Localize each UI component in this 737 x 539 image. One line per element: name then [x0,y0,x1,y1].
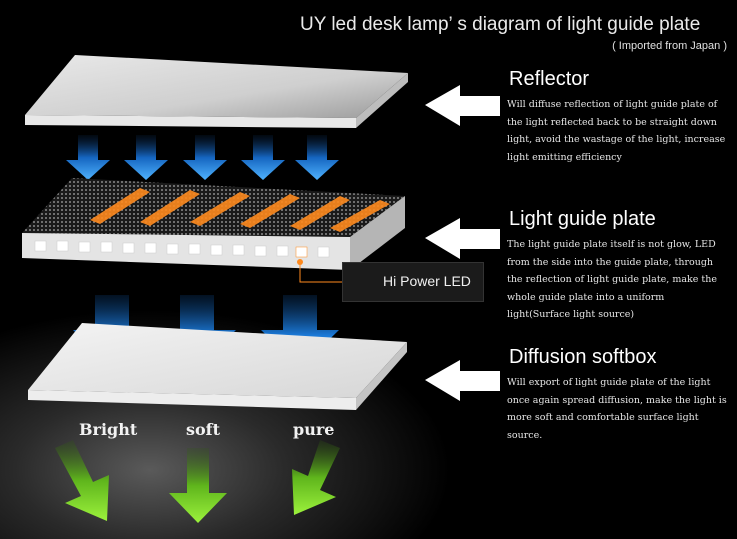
diagram-title: UY led desk lamp’ s diagram of light gui… [300,14,701,35]
reflector-description: Will diffuse reflection of light guide p… [507,99,726,163]
light-guide-plate [22,178,405,283]
led-label: Hi Power LED [383,273,471,289]
output-label-bright: Bright [79,420,138,439]
diffusion-softbox-description: Will export of light guide plate of the … [507,377,727,441]
light-guide-plate-description: The light guide plate itself is not glow… [507,239,717,320]
output-label-pure: pure [293,420,335,439]
blue-arrows-upper [66,135,339,180]
output-label-soft: soft [186,420,220,439]
led-callout: Hi Power LED [342,262,484,302]
light-guide-plate-heading: Light guide plate [509,208,656,230]
diffusion-softbox-plate [28,323,407,410]
reflector-plate [25,55,408,128]
diffusion-softbox-heading: Diffusion softbox [509,346,657,368]
green-output-arrows [55,440,340,523]
pointer-arrows [425,85,500,401]
diagram-subtitle: ( Imported from Japan ) [612,40,727,52]
reflector-heading: Reflector [509,68,590,90]
